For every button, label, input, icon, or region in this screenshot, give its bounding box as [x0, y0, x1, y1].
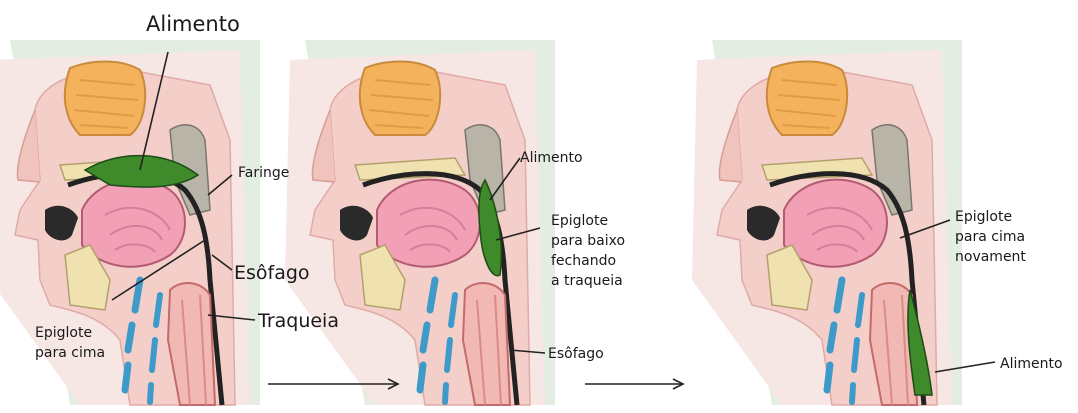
label-line: para baixo: [551, 231, 625, 251]
label-line: Epiglote: [955, 207, 1026, 227]
label-epiglote-para-cima-1: Epiglote para cima: [35, 323, 105, 363]
label-alimento-2: Alimento: [520, 148, 583, 168]
label-epiglote-para-cima-3: Epiglote para cima novament: [955, 207, 1026, 267]
label-faringe: Faringe: [238, 163, 289, 183]
label-epiglote-para-baixo: Epiglote para baixo fechando a traqueia: [551, 211, 625, 291]
label-traqueia: Traqueia: [258, 310, 339, 333]
label-esofago-2: Esôfago: [548, 344, 604, 364]
label-alimento-1: Alimento: [146, 12, 240, 38]
label-line: a traqueia: [551, 271, 625, 291]
label-alimento-3: Alimento: [1000, 354, 1063, 374]
label-line: novament: [955, 247, 1026, 267]
label-line: Epiglote: [35, 323, 105, 343]
label-line: fechando: [551, 251, 625, 271]
label-esofago-1: Esôfago: [234, 262, 310, 285]
label-line: para cima: [35, 343, 105, 363]
label-line: Epiglote: [551, 211, 625, 231]
label-line: para cima: [955, 227, 1026, 247]
